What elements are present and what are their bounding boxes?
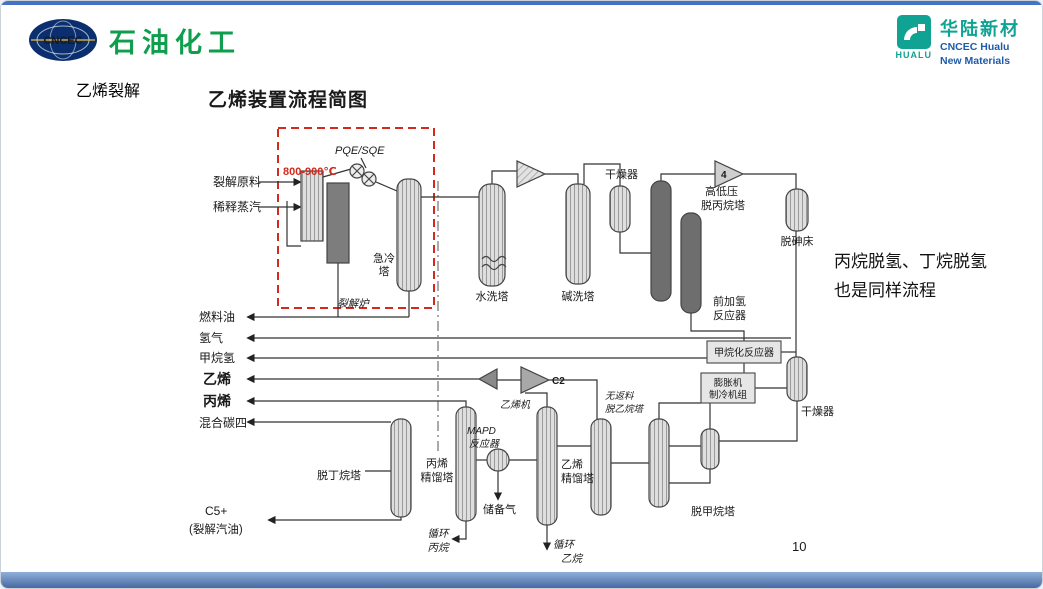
label-c5-plus: C5+: [205, 504, 227, 518]
quench-exchanger-1-mark: [351, 165, 363, 177]
label-depropanizer-2: 脱丙烷塔: [701, 198, 745, 212]
label-recycle-propane-1: 循环: [428, 528, 450, 540]
cncec-logo-text: CNCEC: [43, 35, 82, 47]
hualu-icon-column: HUALU: [896, 15, 933, 60]
label-storage-gas: 储备气: [483, 502, 516, 516]
label-feed: 裂解原料: [213, 175, 261, 189]
label-hydrogen: 氢气: [199, 330, 223, 345]
label-dryer-top: 干燥器: [605, 168, 638, 181]
label-dryer-right: 干燥器: [801, 405, 834, 418]
expander-unit-box: [700, 372, 756, 404]
label-methane-hydrogen: 甲烷氢: [199, 350, 235, 365]
label-c2-compressor: C2: [552, 376, 565, 387]
cncec-logo: CNCEC: [27, 17, 99, 68]
side-note-line2: 也是同样流程: [834, 280, 936, 300]
label-deethanizer-2: 脱乙烷塔: [605, 403, 645, 415]
label-depropanizer-1: 高低压: [705, 184, 738, 198]
vessel-caustic-tower: [565, 183, 591, 285]
hualu-cn-name: 华陆新材: [940, 19, 1020, 39]
label-fuel-oil: 燃料油: [199, 309, 235, 324]
methanation-reactor-box: [706, 340, 782, 364]
label-demethanizer: 脱甲烷塔: [691, 504, 735, 518]
cracked-gas-compressor: [516, 160, 547, 188]
label-caustic-wash: 碱洗塔: [562, 290, 595, 303]
hualu-text-column: 华陆新材 CNCEC Hualu New Materials: [940, 15, 1020, 68]
label-front-hydro-1: 前加氢: [713, 294, 746, 308]
label-propylene: 丙烯: [203, 393, 231, 409]
diagram-title: 乙烯装置流程简图: [208, 90, 369, 111]
label-methanation: 甲烷化反应器: [714, 346, 774, 359]
label-water-wash: 水洗塔: [476, 290, 509, 303]
vessel-arsenic-bed: [785, 188, 809, 232]
label-furnace: 裂解炉: [337, 298, 370, 310]
label-ethylene-tower-2: 精馏塔: [561, 471, 594, 485]
hualu-logo: HUALU 华陆新材 CNCEC Hualu New Materials: [896, 15, 1021, 68]
side-note-line1: 丙烷脱氢、丁烷脱氢: [834, 252, 987, 271]
hualu-mark-text: HUALU: [895, 50, 932, 60]
label-pqe-sqe: PQE/SQE: [335, 145, 385, 157]
label-arsenic-bed: 脱砷床: [781, 234, 814, 248]
cncec-globe-icon: CNCEC: [29, 19, 97, 61]
vessel-lp-depropanizer: [680, 212, 702, 314]
label-quench-tower-1: 急冷: [373, 251, 395, 265]
label-recycle-ethane-1: 循环: [553, 539, 575, 551]
vessels: [300, 160, 809, 526]
bottom-accent-bar: [1, 572, 1042, 588]
hualu-en-line2: New Materials: [940, 54, 1011, 67]
label-compressor-4: 4: [721, 170, 727, 181]
vessel-demethanizer-column: [648, 418, 670, 508]
vessel-debutanizer: [390, 418, 412, 518]
furnace-section-highlight-box: [277, 127, 435, 309]
vessel-dryer-right: [786, 356, 808, 402]
water-wash-waves: [481, 255, 507, 271]
label-expander-2: 制冷机组: [709, 389, 748, 401]
label-mixed-c4: 混合碳四: [199, 415, 247, 430]
vessel-dryer-top: [609, 185, 631, 233]
page-number: 10: [792, 539, 806, 554]
top-accent-line: [1, 1, 1042, 5]
vessel-ethylene-tower: [536, 406, 558, 526]
vessel-water-wash-tower: [478, 183, 506, 287]
diagram-labels: 裂解原料 稀释蒸汽 800-900℃ PQE/SQE 裂解炉 急冷 塔 水洗塔 …: [189, 145, 834, 565]
mapd-reactor: [486, 448, 510, 472]
label-mapd-1: MAPD: [467, 426, 496, 437]
label-cracked-gasoline: (裂解汽油): [189, 522, 243, 536]
vessel-hp-depropanizer: [650, 180, 672, 302]
flow-lines: [246, 157, 798, 551]
furnace-body-2: [326, 182, 350, 264]
label-recycle-ethane-2: 乙烷: [561, 553, 583, 565]
label-propylene-tower-2: 精馏塔: [421, 470, 454, 484]
label-dilution-steam: 稀释蒸汽: [213, 199, 261, 214]
label-mapd-2: 反应器: [469, 438, 500, 450]
vessel-demethanizer-drum: [700, 428, 720, 470]
label-ethylene: 乙烯: [203, 371, 231, 387]
furnace-body-1: [300, 170, 324, 242]
vessel-quench-tower: [396, 178, 422, 292]
label-front-hydro-2: 反应器: [713, 308, 746, 322]
hualu-en-line1: CNCEC Hualu: [940, 41, 1010, 53]
label-quench-tower-2: 塔: [379, 265, 390, 278]
label-ethylene-tower-1: 乙烯: [561, 458, 583, 471]
label-ethylene-machine: 乙烯机: [500, 399, 531, 411]
label-propylene-tower-1: 丙烯: [426, 457, 448, 470]
quench-exchanger-2-mark: [363, 173, 375, 185]
ethylene-expander: [477, 367, 498, 391]
side-note: 丙烷脱氢、丁烷脱氢 也是同样流程: [834, 248, 987, 306]
vessel-propylene-tower: [455, 406, 477, 522]
label-expander-1: 膨胀机: [714, 377, 743, 389]
label-temperature: 800-900℃: [283, 166, 337, 178]
label-debutanizer: 脱丁烷塔: [317, 468, 361, 482]
slide-topic: 乙烯裂解: [76, 83, 141, 100]
c2-compressor: [520, 366, 551, 394]
label-deethanizer-1: 无返料: [605, 391, 634, 402]
brand-title: 石油化工: [109, 28, 241, 58]
label-recycle-propane-2: 丙烷: [428, 542, 450, 554]
vessel-deethanizer: [590, 418, 612, 516]
compressor-4: [714, 160, 745, 188]
hualu-leaf-icon: [896, 15, 931, 49]
